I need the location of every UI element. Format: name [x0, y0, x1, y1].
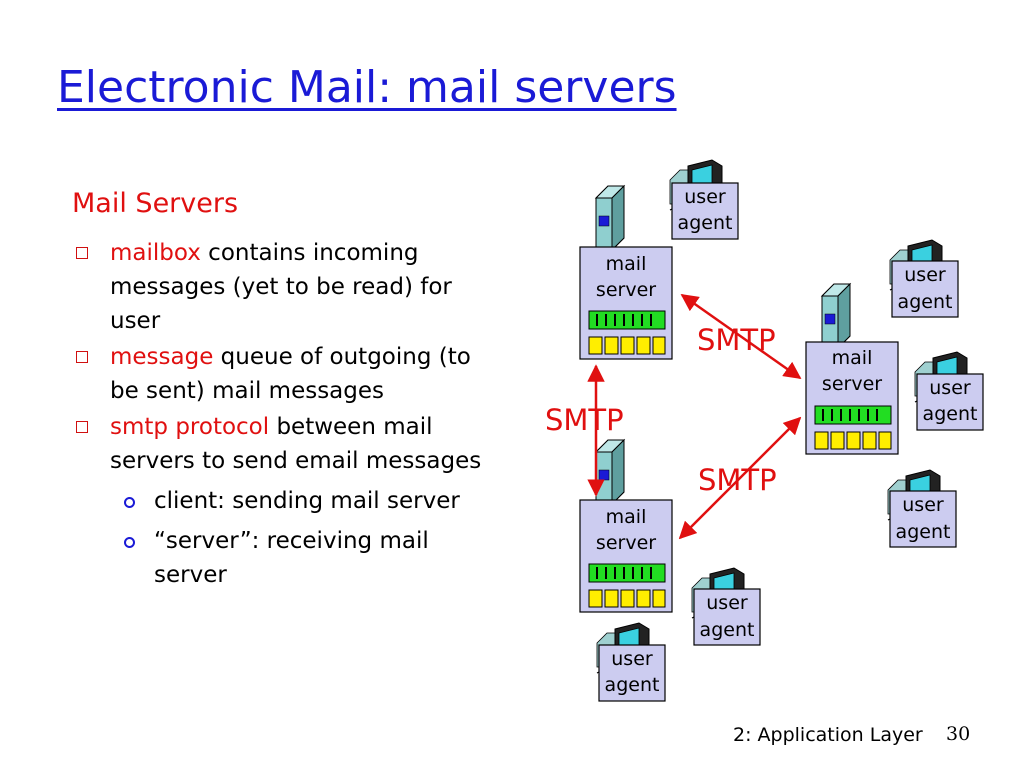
square-bullet-icon [76, 247, 88, 259]
smtp-arrow-top-right [680, 293, 802, 380]
sub-bullet-text: “server”: receiving mail server [154, 528, 429, 588]
user-mailboxes [588, 336, 666, 355]
svg-text:user: user [611, 648, 653, 670]
svg-text:user: user [684, 186, 726, 208]
bullet-text: contains incoming messages (yet to be re… [110, 240, 452, 334]
svg-text:agent: agent [700, 619, 755, 641]
svg-text:user: user [904, 264, 946, 286]
bullet-keyword: mailbox [110, 240, 201, 266]
mail-server-right: mail server [805, 283, 899, 455]
mail-server-label: server [822, 373, 882, 395]
footer-text: 2: Application Layer [733, 724, 923, 746]
user-agent: user agent [887, 469, 957, 548]
user-mailboxes [814, 431, 892, 450]
page-number: 30 [946, 723, 971, 745]
outgoing-queue [588, 310, 666, 330]
outgoing-queue [588, 563, 666, 583]
bullet-keyword: message [110, 344, 214, 370]
user-agent: user agent [669, 159, 739, 240]
mail-server-label: mail [606, 506, 647, 528]
sub-bullet-text: client: sending mail server [154, 488, 460, 514]
bullet-message: message queue of outgoing (to be sent) m… [72, 340, 492, 408]
mail-server-label: server [596, 279, 656, 301]
svg-text:agent: agent [605, 674, 660, 696]
section-heading: Mail Servers [72, 188, 239, 219]
bullet-mailbox: mailbox contains incoming messages (yet … [72, 236, 492, 338]
bullet-smtp: smtp protocol between mail servers to se… [72, 410, 492, 478]
bullet-keyword: smtp protocol [110, 414, 270, 440]
bullet-list: mailbox contains incoming messages (yet … [72, 236, 492, 592]
bullet-text: between mail servers to send email messa… [110, 414, 482, 474]
svg-text:user: user [706, 592, 748, 614]
smtp-label: SMTP [697, 323, 776, 357]
ring-bullet-icon [124, 537, 135, 548]
square-bullet-icon [76, 421, 88, 433]
slide-title: Electronic Mail: mail servers [57, 62, 677, 113]
svg-text:user: user [929, 377, 971, 399]
user-mailboxes [588, 589, 666, 608]
user-agent: user agent [889, 239, 959, 318]
svg-text:agent: agent [678, 212, 733, 234]
mail-server-bottom: mail server [579, 439, 673, 613]
smtp-arrow-bottom-right [678, 416, 802, 540]
smtp-label: SMTP [545, 403, 624, 437]
ring-bullet-icon [124, 497, 135, 508]
user-agent: user agent [691, 567, 761, 646]
svg-text:user: user [902, 494, 944, 516]
svg-text:agent: agent [898, 291, 953, 313]
sub-bullet-client: client: sending mail server [72, 484, 492, 518]
user-agent: user agent [596, 622, 666, 702]
outgoing-queue [814, 405, 892, 425]
bullet-text: queue of outgoing (to be sent) mail mess… [110, 344, 471, 404]
mail-server-label: mail [606, 253, 647, 275]
smtp-label: SMTP [698, 463, 777, 497]
mail-server-label: mail [832, 347, 873, 369]
mail-server-top: mail server [579, 185, 673, 360]
svg-text:agent: agent [896, 521, 951, 543]
svg-text:agent: agent [923, 403, 978, 425]
user-agent: user agent [914, 351, 984, 431]
square-bullet-icon [76, 351, 88, 363]
sub-bullet-server: “server”: receiving mail server [72, 524, 492, 592]
mail-server-label: server [596, 532, 656, 554]
